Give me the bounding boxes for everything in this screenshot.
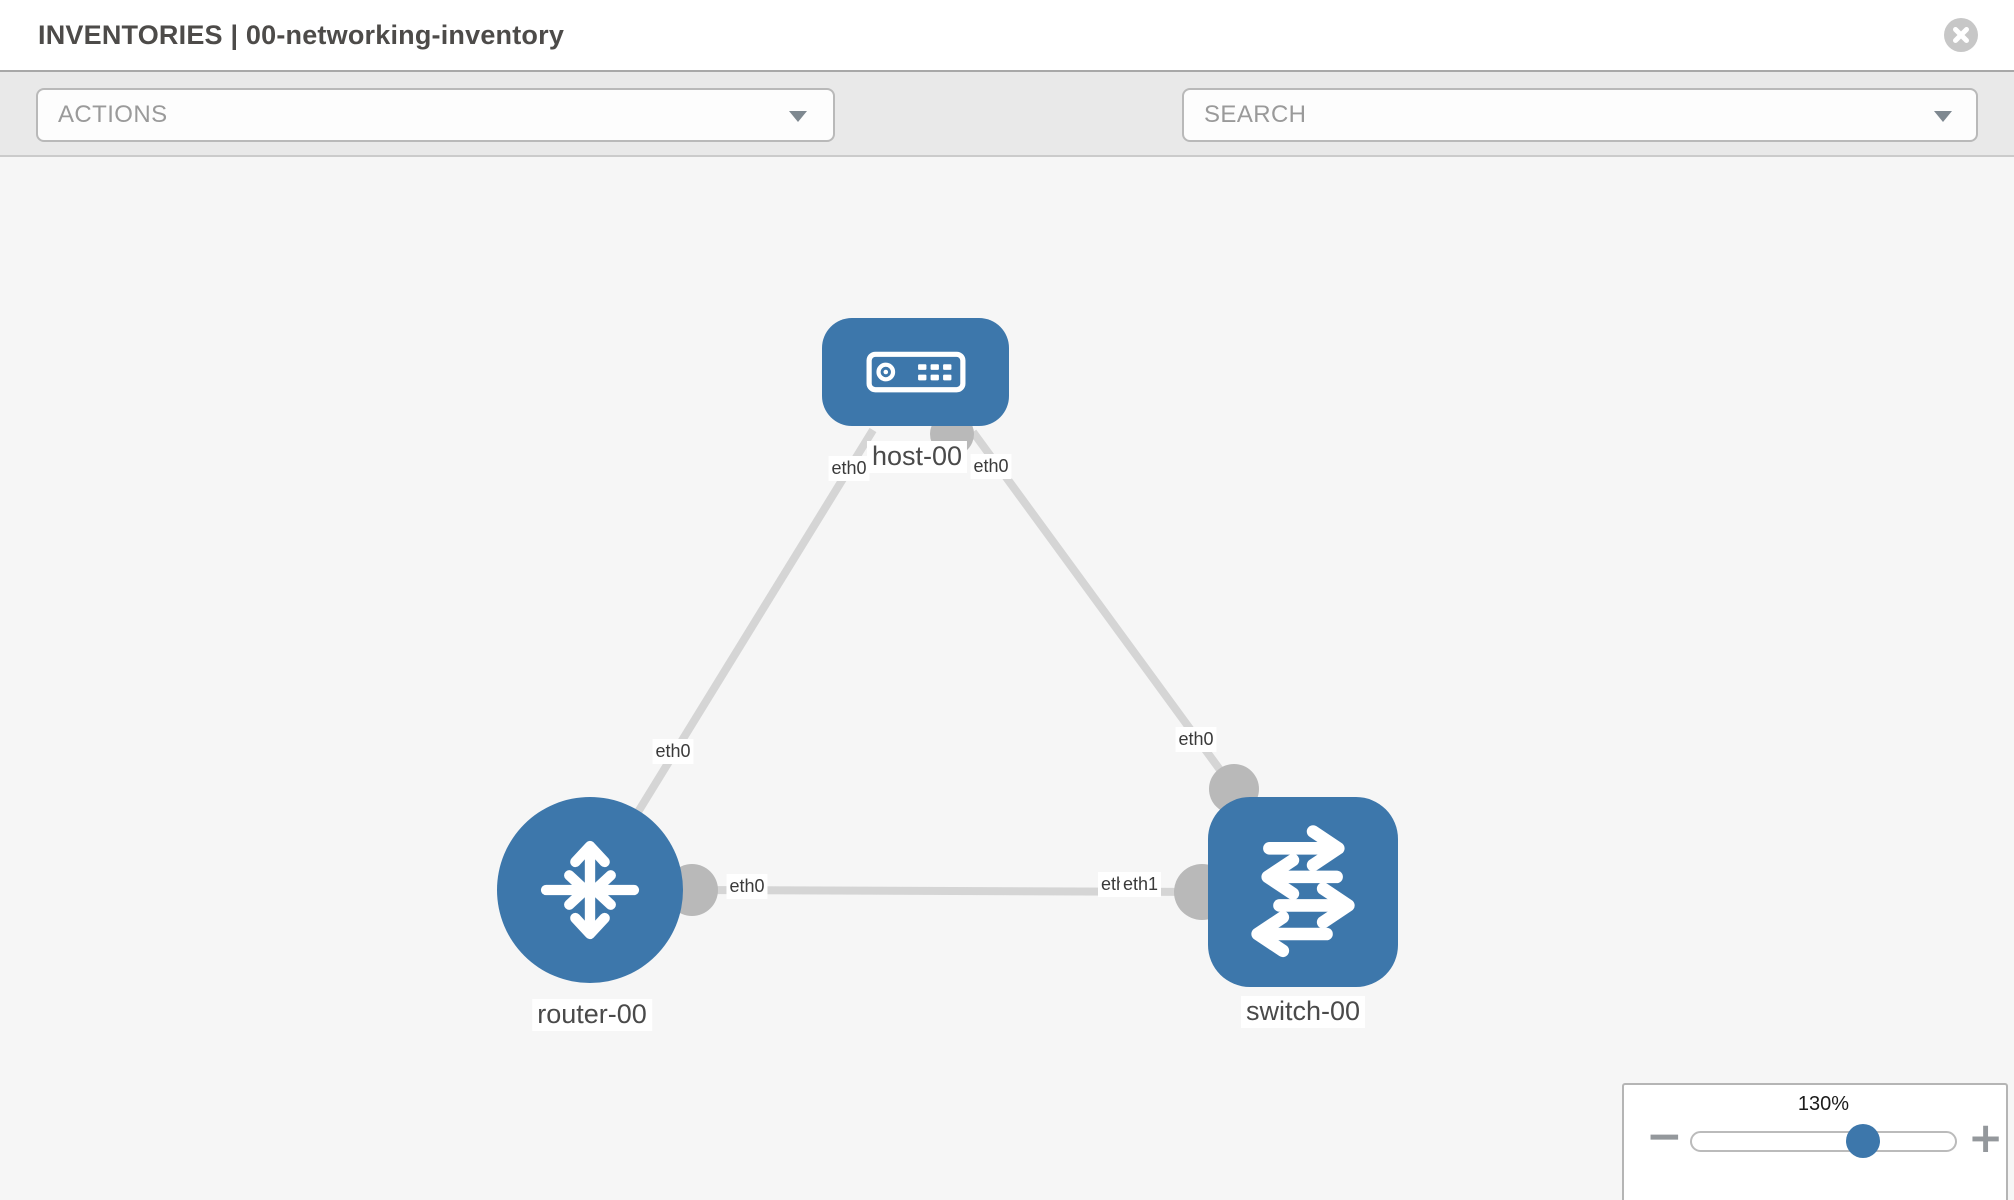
interface-label-eth0: eth0 bbox=[652, 739, 694, 764]
switch-icon bbox=[1251, 825, 1355, 958]
zoom-slider-thumb[interactable] bbox=[1846, 1124, 1880, 1158]
header: INVENTORIES | 00-networking-inventory bbox=[0, 0, 2014, 70]
node-switch-00[interactable] bbox=[1208, 797, 1398, 987]
chevron-down-icon bbox=[1934, 111, 1952, 122]
host-icon bbox=[866, 351, 965, 393]
interface-label-eth0: eth0 bbox=[970, 454, 1012, 479]
zoom-slider[interactable] bbox=[1690, 1124, 1957, 1158]
page-title: INVENTORIES | 00-networking-inventory bbox=[38, 20, 565, 50]
node-label-router-00[interactable]: router-00 bbox=[532, 999, 652, 1031]
topology-canvas[interactable]: host-00 router-00 switch-00 eth0 eth0 et… bbox=[0, 157, 2014, 1200]
zoom-out-button[interactable]: − bbox=[1646, 1111, 1683, 1162]
interface-label-eth0: eth0 bbox=[1175, 727, 1217, 752]
node-host-00[interactable] bbox=[822, 318, 1009, 426]
node-router-00[interactable] bbox=[497, 797, 683, 983]
actions-placeholder: ACTIONS bbox=[58, 101, 168, 128]
interface-label-eth1: eth1 bbox=[1120, 872, 1162, 897]
search-dropdown[interactable]: SEARCH bbox=[1182, 88, 1978, 142]
toolbar: ACTIONS SEARCH bbox=[0, 70, 2014, 202]
interface-label-eth0: eth0 bbox=[726, 874, 768, 899]
actions-dropdown[interactable]: ACTIONS bbox=[36, 88, 835, 142]
close-icon bbox=[1953, 27, 1969, 43]
chevron-down-icon bbox=[789, 111, 807, 122]
close-button[interactable] bbox=[1944, 18, 1978, 52]
node-label-switch-00[interactable]: switch-00 bbox=[1240, 996, 1366, 1028]
topology-links bbox=[586, 412, 1259, 920]
search-placeholder: SEARCH bbox=[1204, 101, 1307, 128]
router-icon bbox=[540, 840, 640, 940]
node-label-host-00[interactable]: host-00 bbox=[866, 441, 968, 473]
zoom-in-button[interactable]: + bbox=[1968, 1113, 2004, 1162]
interface-label-eth0: eth0 bbox=[828, 456, 870, 481]
zoom-panel: 130% − + bbox=[1622, 1083, 2008, 1200]
zoom-level: 130% bbox=[1797, 1093, 1850, 1115]
